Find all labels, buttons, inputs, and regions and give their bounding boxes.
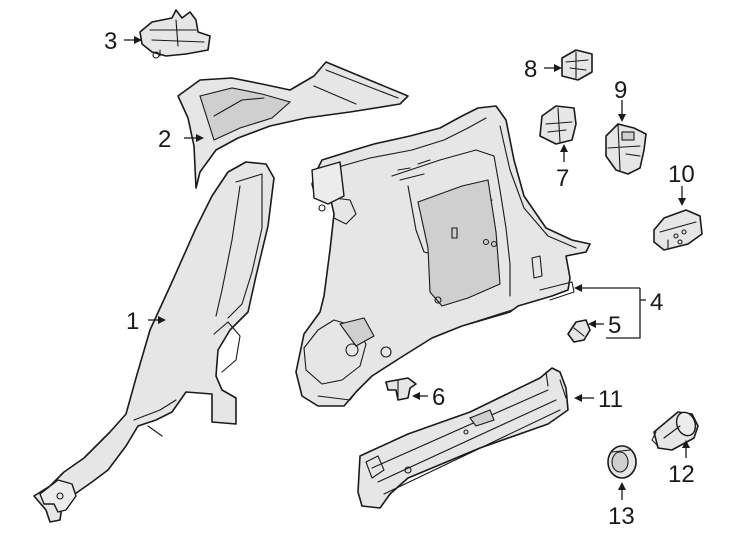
part-12-plug	[651, 411, 699, 451]
part-11-rocker	[357, 367, 569, 509]
callout-2: 2	[158, 126, 171, 153]
callout-1: 1	[126, 308, 139, 335]
part-8-clip	[561, 49, 593, 81]
callout-labels: 3 2 1 8 7 9 10 4 5 6 11 12 13	[104, 28, 695, 530]
callout-12: 12	[668, 461, 695, 488]
part-7-clip	[539, 105, 577, 145]
callout-4: 4	[650, 289, 663, 316]
callout-9: 9	[614, 77, 627, 104]
part-10-module	[653, 209, 703, 251]
part-13-grommet	[607, 445, 637, 479]
part-5-plug	[567, 319, 591, 343]
part-1-pillar-trim	[33, 161, 275, 523]
callout-11: 11	[598, 386, 623, 413]
callout-3: 3	[104, 28, 117, 55]
callout-8: 8	[524, 56, 537, 83]
callout-5: 5	[608, 312, 621, 339]
callout-7: 7	[556, 165, 569, 192]
callout-13: 13	[608, 503, 635, 530]
leader-lines	[124, 36, 690, 500]
part-9-connector	[605, 123, 647, 175]
part-6-clip	[385, 377, 417, 401]
part-2-upper-trim	[177, 61, 409, 189]
callout-6: 6	[432, 384, 445, 411]
callout-10: 10	[668, 161, 695, 188]
quarter-inner-panel	[295, 105, 591, 407]
part-3-bracket	[139, 9, 211, 59]
